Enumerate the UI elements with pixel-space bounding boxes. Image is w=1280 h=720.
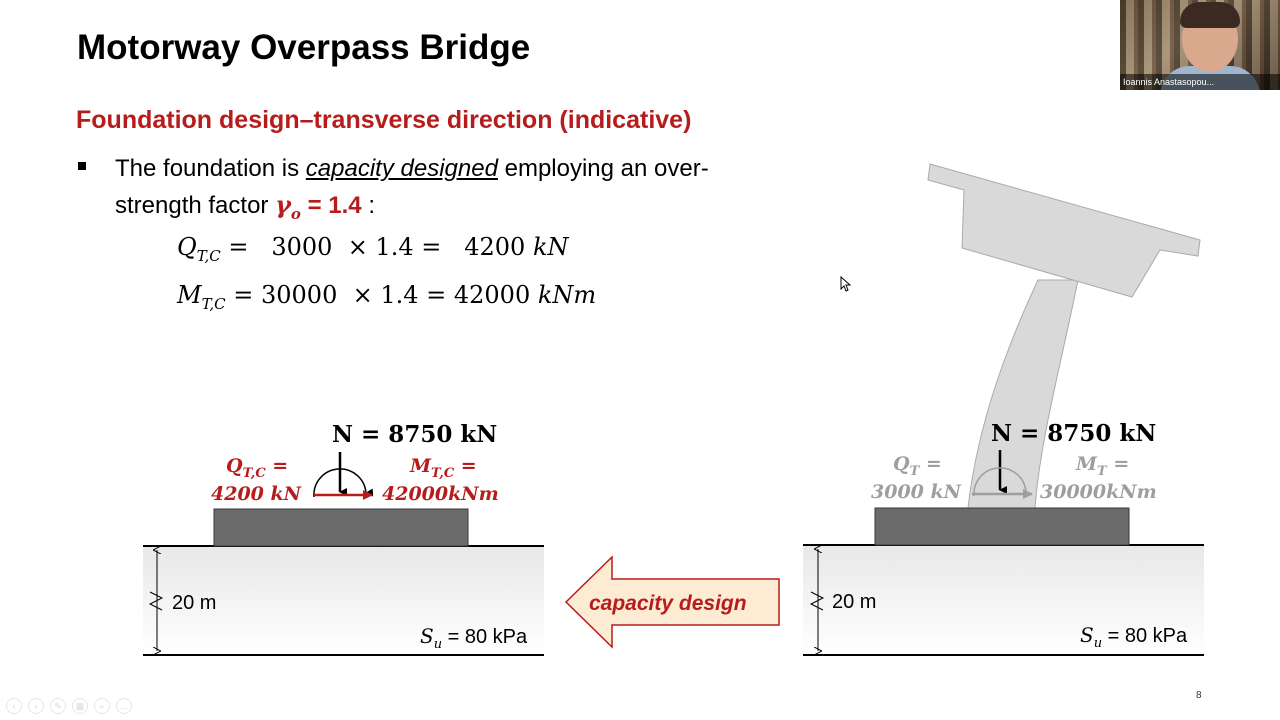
right-soil-block bbox=[803, 544, 1204, 656]
eq-q-subscript: T,C bbox=[196, 246, 221, 265]
capacity-design-arrow-icon bbox=[564, 555, 780, 649]
right-q-label: QT = bbox=[893, 453, 942, 479]
eq-m-rhs: = 30000 × 1.4 = 42000 bbox=[225, 281, 538, 309]
bullet-text-a: The foundation is bbox=[115, 155, 306, 182]
eq-q-symbol: Q bbox=[177, 233, 197, 261]
left-moment-arc bbox=[313, 468, 374, 498]
eq-q-rhs: = 3000 × 1.4 = 4200 bbox=[220, 233, 533, 261]
bridge-deck bbox=[927, 163, 1201, 298]
bullet-square-icon bbox=[78, 162, 86, 170]
slideshow-toolbar: ‹ › ✎ ▦ ⌕ … bbox=[6, 698, 132, 714]
gamma-symbol: γ bbox=[275, 190, 291, 219]
left-soil-block bbox=[143, 545, 544, 656]
zoom-icon[interactable]: ⌕ bbox=[94, 698, 110, 714]
equation-shear: QT,C = 3000 × 1.4 = 4200 kN bbox=[177, 233, 568, 265]
slide-title: Motorway Overpass Bridge bbox=[77, 28, 531, 67]
left-m-label: MT,C = bbox=[409, 455, 477, 481]
left-q-label: QT,C = bbox=[226, 455, 288, 481]
eq-m-symbol: M bbox=[177, 281, 202, 309]
capacity-design-label: capacity design bbox=[589, 592, 747, 615]
eq-q-unit: kN bbox=[532, 233, 569, 261]
slide-subtitle: Foundation design–transverse direction (… bbox=[76, 106, 692, 134]
prev-icon[interactable]: ‹ bbox=[6, 698, 22, 714]
right-depth-label: 20 m bbox=[832, 591, 876, 613]
equation-moment: MT,C = 30000 × 1.4 = 42000 kNm bbox=[177, 281, 596, 313]
gamma-value: = 1.4 bbox=[300, 192, 362, 219]
more-icon[interactable]: … bbox=[116, 698, 132, 714]
pen-icon[interactable]: ✎ bbox=[50, 698, 66, 714]
right-m-value: 30000kNm bbox=[1040, 481, 1157, 503]
mouse-cursor-icon bbox=[840, 276, 852, 292]
right-n-label: N = 8750 kN bbox=[991, 420, 1156, 447]
right-m-label: MT = bbox=[1075, 453, 1129, 479]
left-q-value: 4200 kN bbox=[211, 483, 302, 505]
bullet-tail: : bbox=[361, 192, 375, 219]
gamma-subscript: o bbox=[290, 204, 301, 223]
next-icon[interactable]: › bbox=[28, 698, 44, 714]
bullet-line-1: The foundation is capacity designed empl… bbox=[115, 155, 709, 183]
webcam-name-label: Ioannis Anastasopou... bbox=[1120, 74, 1280, 90]
left-m-value: 42000kNm bbox=[382, 483, 499, 505]
bullet-text-b: employing an over- bbox=[497, 155, 709, 182]
left-su-label: Su = 80 kPa bbox=[420, 624, 528, 652]
presenter-hair bbox=[1180, 2, 1240, 28]
right-q-value: 3000 kN bbox=[871, 481, 962, 503]
right-su-label: Su = 80 kPa bbox=[1080, 623, 1188, 651]
left-n-label: N = 8750 kN bbox=[332, 421, 497, 448]
left-footing bbox=[213, 508, 469, 547]
slides-icon[interactable]: ▦ bbox=[72, 698, 88, 714]
bullet-emphasis: capacity designed bbox=[305, 155, 498, 182]
page-number: 8 bbox=[1196, 690, 1202, 701]
eq-m-unit: kNm bbox=[537, 281, 597, 309]
webcam-video[interactable]: Ioannis Anastasopou... bbox=[1120, 0, 1280, 90]
eq-m-subscript: T,C bbox=[201, 294, 226, 313]
right-moment-arc bbox=[973, 467, 1027, 497]
bullet-text-c: strength factor bbox=[115, 192, 276, 219]
bullet-line-2: strength factor γo = 1.4 : bbox=[115, 190, 375, 223]
left-depth-label: 20 m bbox=[172, 592, 216, 614]
right-footing bbox=[874, 507, 1130, 546]
